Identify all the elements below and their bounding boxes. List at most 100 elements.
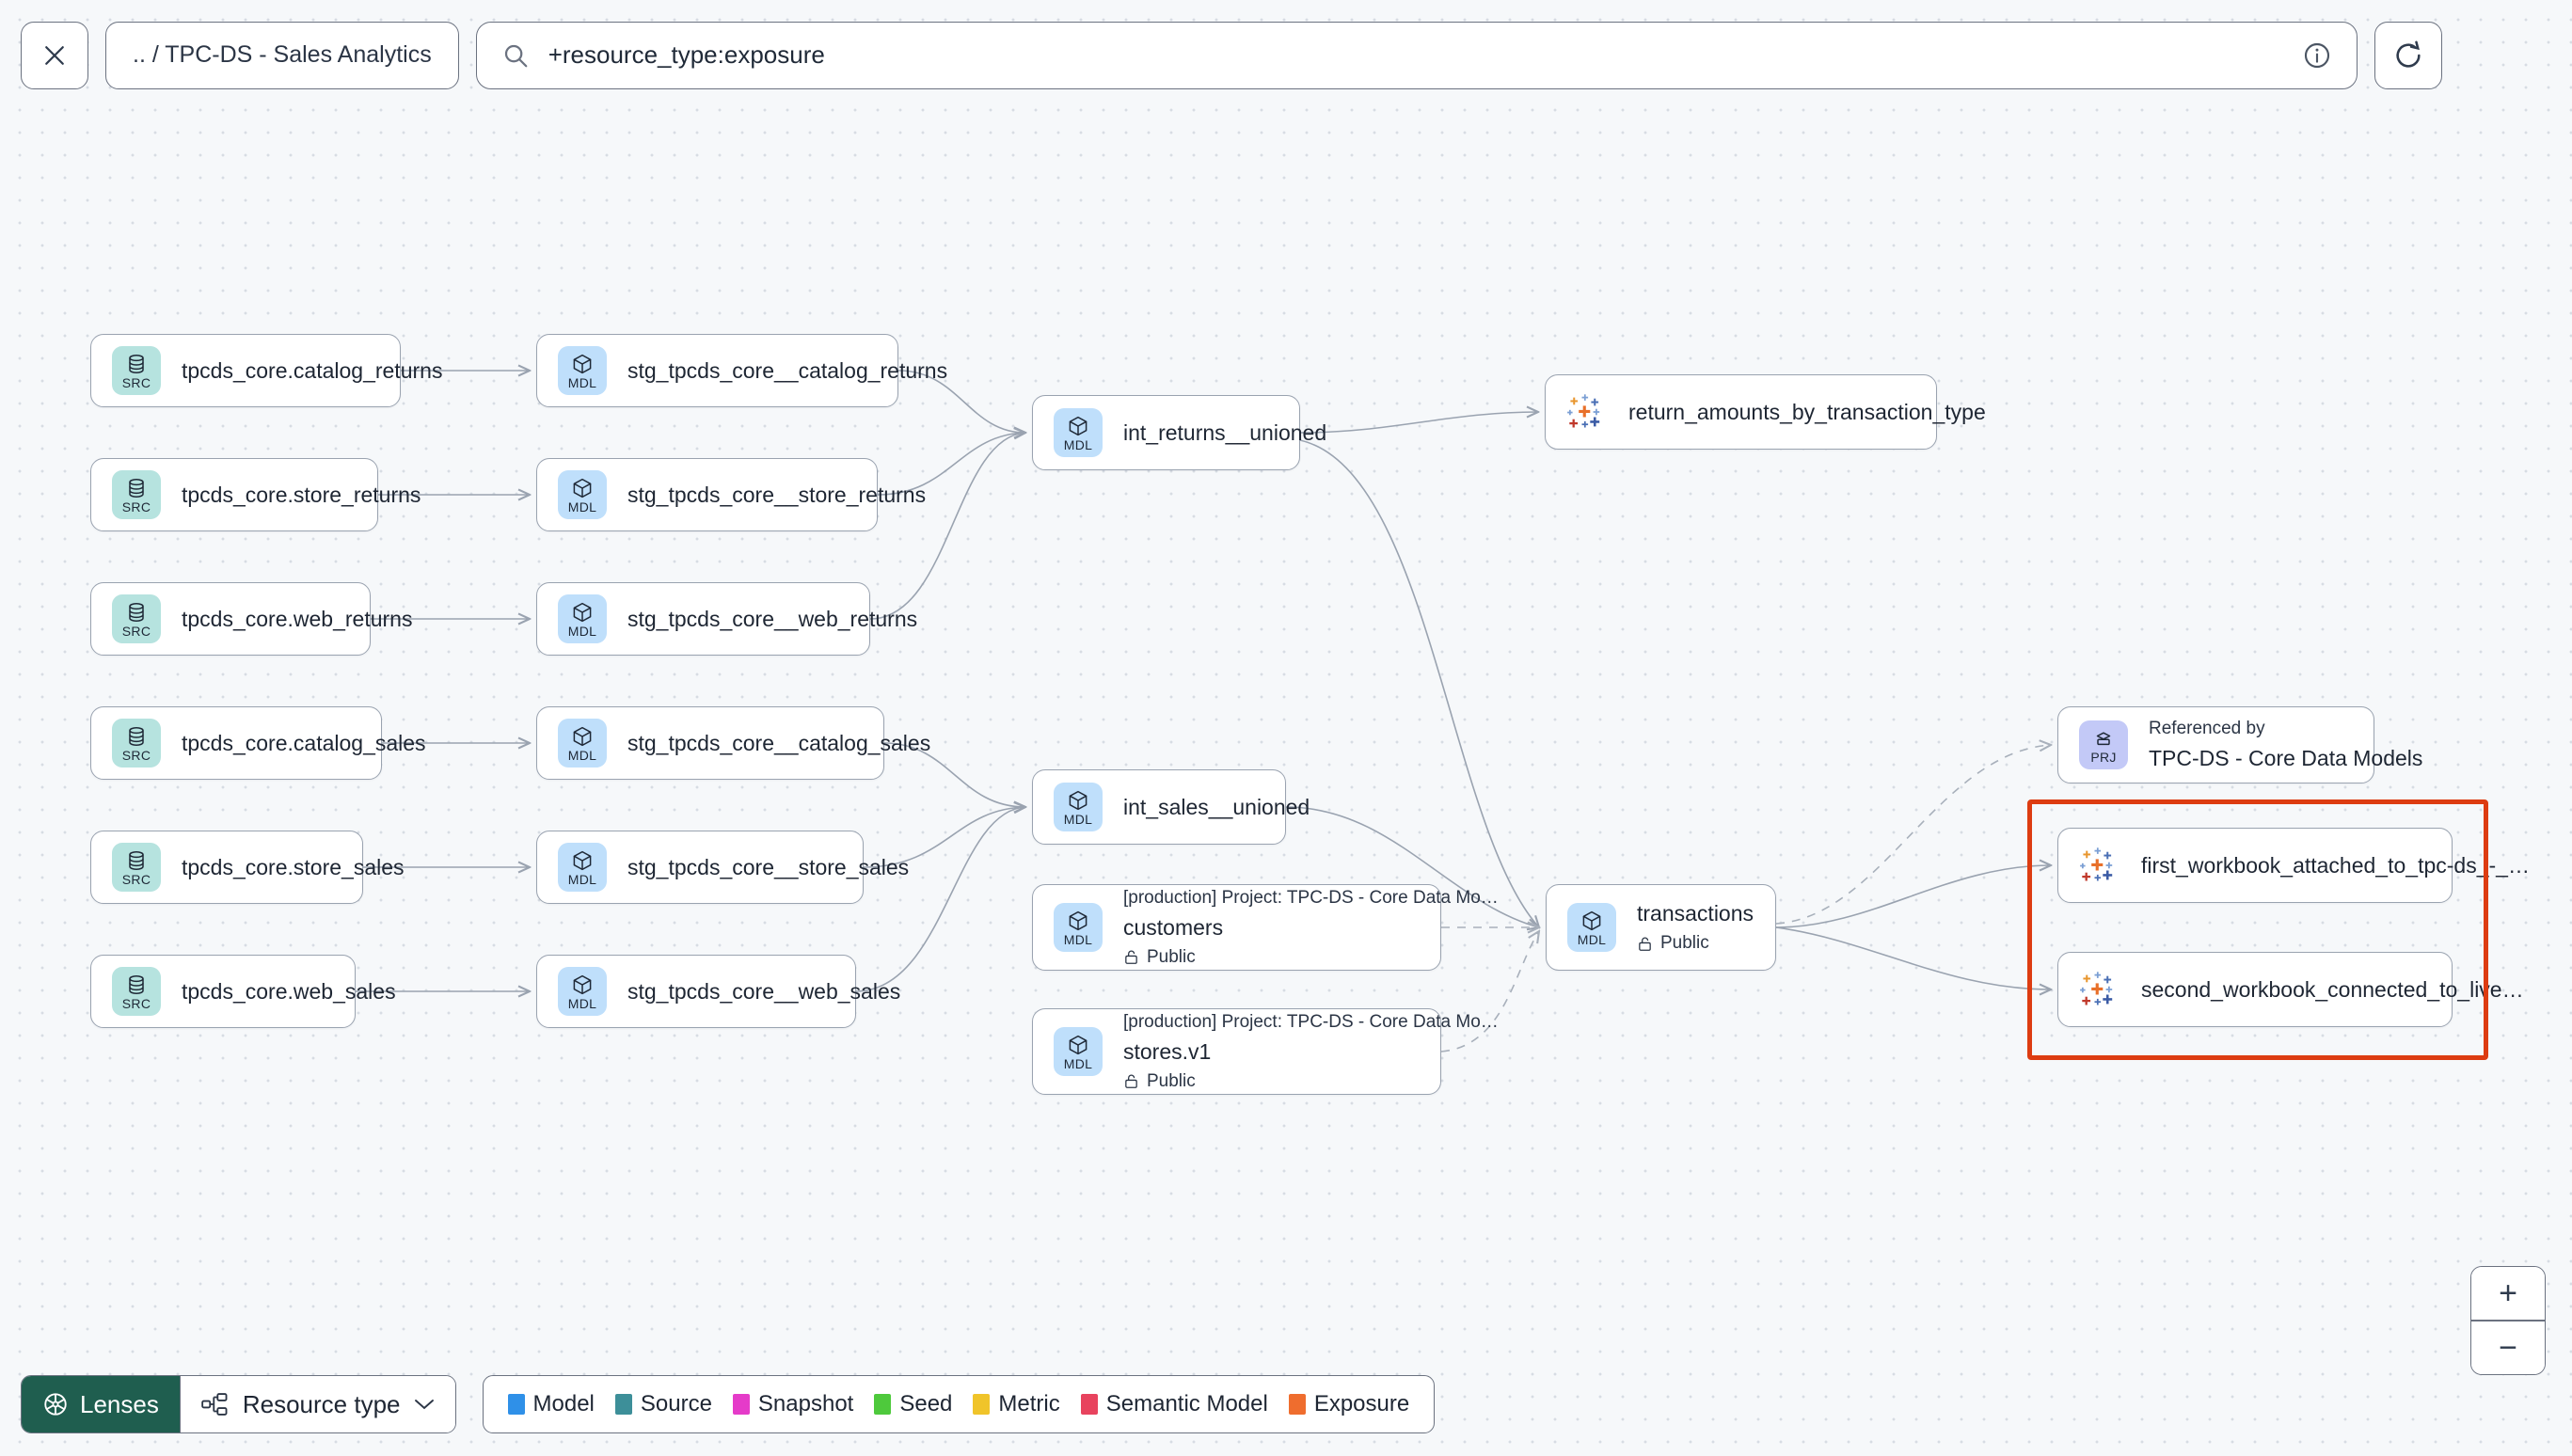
node-int_returns_unioned[interactable]: MDL int_returns__unioned <box>1032 395 1326 470</box>
node-visibility: Public <box>1123 1071 1499 1092</box>
node-visibility-label: Public <box>1147 1070 1196 1091</box>
lens-group: Lenses Resource type <box>21 1375 456 1433</box>
refresh-button[interactable] <box>2374 21 2442 89</box>
lenses-button[interactable]: Lenses <box>22 1376 180 1432</box>
node-type-tag: MDL <box>567 871 597 887</box>
legend-item-semantic-model[interactable]: Semantic Model <box>1080 1391 1268 1417</box>
node-type-badge-mdl: MDL <box>558 470 607 519</box>
node-type-tag: MDL <box>567 499 597 514</box>
cube-icon <box>573 974 592 994</box>
node-label: int_sales__unioned <box>1123 794 1310 819</box>
node-customers[interactable]: MDL[production] Project: TPC-DS - Core D… <box>1032 884 1499 971</box>
node-label: stg_tpcds_core__store_sales <box>627 854 910 879</box>
close-button[interactable] <box>21 21 88 89</box>
node-type-tag: MDL <box>567 623 597 639</box>
resource-type-dropdown[interactable]: Resource type <box>179 1376 455 1432</box>
node-type-tag: PRJ <box>2090 749 2117 765</box>
node-type-badge-src: SRC <box>112 346 161 395</box>
node-type-badge-src: SRC <box>112 470 161 519</box>
refresh-icon <box>2396 40 2421 68</box>
node-label: tpcds_core.web_sales <box>182 978 396 1004</box>
node-label: first_workbook_attached_to_tpc-ds_-_… <box>2141 852 2530 878</box>
legend-item-model[interactable]: Model <box>507 1391 595 1417</box>
node-first_workbook[interactable]: first_workbook_attached_to_tpc-ds_-_… <box>2057 828 2530 903</box>
node-text-stack: [production] Project: TPC-DS - Core Data… <box>1123 1012 1499 1092</box>
legend-swatch <box>732 1394 750 1415</box>
node-label: stg_tpcds_core__web_sales <box>627 978 901 1004</box>
node-stores_v1[interactable]: MDL [production] Project: TPC-DS - Core D… <box>1032 1008 1499 1095</box>
node-src_store_returns[interactable]: SRC tpcds_core.store_returns <box>90 458 421 531</box>
legend-item-snapshot[interactable]: Snapshot <box>732 1391 853 1417</box>
node-subtitle: [production] Project: TPC-DS - Core Data… <box>1123 1011 1499 1032</box>
node-type-badge-mdl: MDL <box>1567 903 1616 952</box>
breadcrumb[interactable]: .. / TPC-DS - Sales Analytics <box>105 21 459 89</box>
node-src_store_sales[interactable]: SRC tpcds_core.store_sales <box>90 831 405 904</box>
legend-item-source[interactable]: Source <box>614 1391 712 1417</box>
legend-swatch <box>973 1394 991 1415</box>
zoom-controls[interactable]: + − <box>2470 1266 2546 1375</box>
search-input[interactable]: +resource_type:exposure <box>548 40 825 69</box>
exposure-icon <box>2080 847 2113 881</box>
node-type-tag: MDL <box>1063 436 1093 452</box>
node-type-badge-mdl: MDL <box>558 346 607 395</box>
node-label: tpcds_core.web_returns <box>182 606 413 631</box>
legend-swatch <box>874 1394 892 1415</box>
legend-swatch <box>1288 1394 1306 1415</box>
exposure-icon <box>2080 972 2113 1005</box>
close-icon <box>45 45 64 65</box>
node-label: int_returns__unioned <box>1123 419 1327 445</box>
zoom-in-button[interactable]: + <box>2471 1267 2545 1321</box>
legend-swatch <box>507 1394 525 1415</box>
node-second_workbook[interactable]: second_workbook_connected_to_live… <box>2057 952 2524 1027</box>
node-type-badge-src: SRC <box>112 967 161 1016</box>
database-icon <box>129 354 144 373</box>
node-stg_store_sales[interactable]: MDL stg_tpcds_core__store_sales <box>536 831 909 904</box>
database-icon <box>129 726 144 746</box>
legend-item-exposure[interactable]: Exposure <box>1288 1391 1409 1417</box>
legend-item-metric[interactable]: Metric <box>973 1391 1060 1417</box>
search-icon <box>504 44 528 67</box>
node-type-tag: SRC <box>121 995 151 1011</box>
cube-icon <box>1582 910 1601 930</box>
node-type-tag: MDL <box>567 747 597 763</box>
exposure-icon <box>1567 394 1600 428</box>
node-name: stores.v1 <box>1123 1038 1212 1064</box>
node-type-badge-mdl: MDL <box>1054 1027 1103 1076</box>
database-icon <box>129 478 144 498</box>
node-type-badge-src: SRC <box>112 719 161 768</box>
node-label: tpcds_core.store_returns <box>182 482 421 507</box>
node-label: tpcds_core.store_sales <box>182 854 405 879</box>
node-int_sales_unioned[interactable]: MDL int_sales__unioned <box>1032 769 1310 845</box>
legend-item-seed[interactable]: Seed <box>874 1391 952 1417</box>
cube-icon <box>1069 910 1088 930</box>
legend-label: Model <box>532 1391 595 1416</box>
info-icon[interactable] <box>2302 40 2332 71</box>
node-transactions[interactable]: MDL transactions Public <box>1546 884 1776 971</box>
node-src_web_sales[interactable]: SRC tpcds_core.web_sales <box>90 955 396 1028</box>
legend-label: Source <box>640 1391 712 1416</box>
node-src_web_returns[interactable]: SRC tpcds_core.web_returns <box>90 582 412 656</box>
node-return_amounts[interactable]: return_amounts_by_transaction_type <box>1545 374 1986 450</box>
database-icon <box>129 602 144 622</box>
search-bar[interactable]: +resource_type:exposure <box>475 21 2358 89</box>
node-type-tag: SRC <box>121 871 151 887</box>
zoom-out-button[interactable]: − <box>2471 1321 2545 1374</box>
node-type-tag: SRC <box>121 623 151 639</box>
node-type-tag: MDL <box>1063 811 1093 827</box>
database-icon <box>129 974 144 994</box>
node-subtitle: Referenced by <box>2149 719 2265 738</box>
project-stack-icon <box>2096 731 2111 745</box>
node-text-stack: transactions Public <box>1637 901 1754 954</box>
cube-icon <box>573 478 592 498</box>
